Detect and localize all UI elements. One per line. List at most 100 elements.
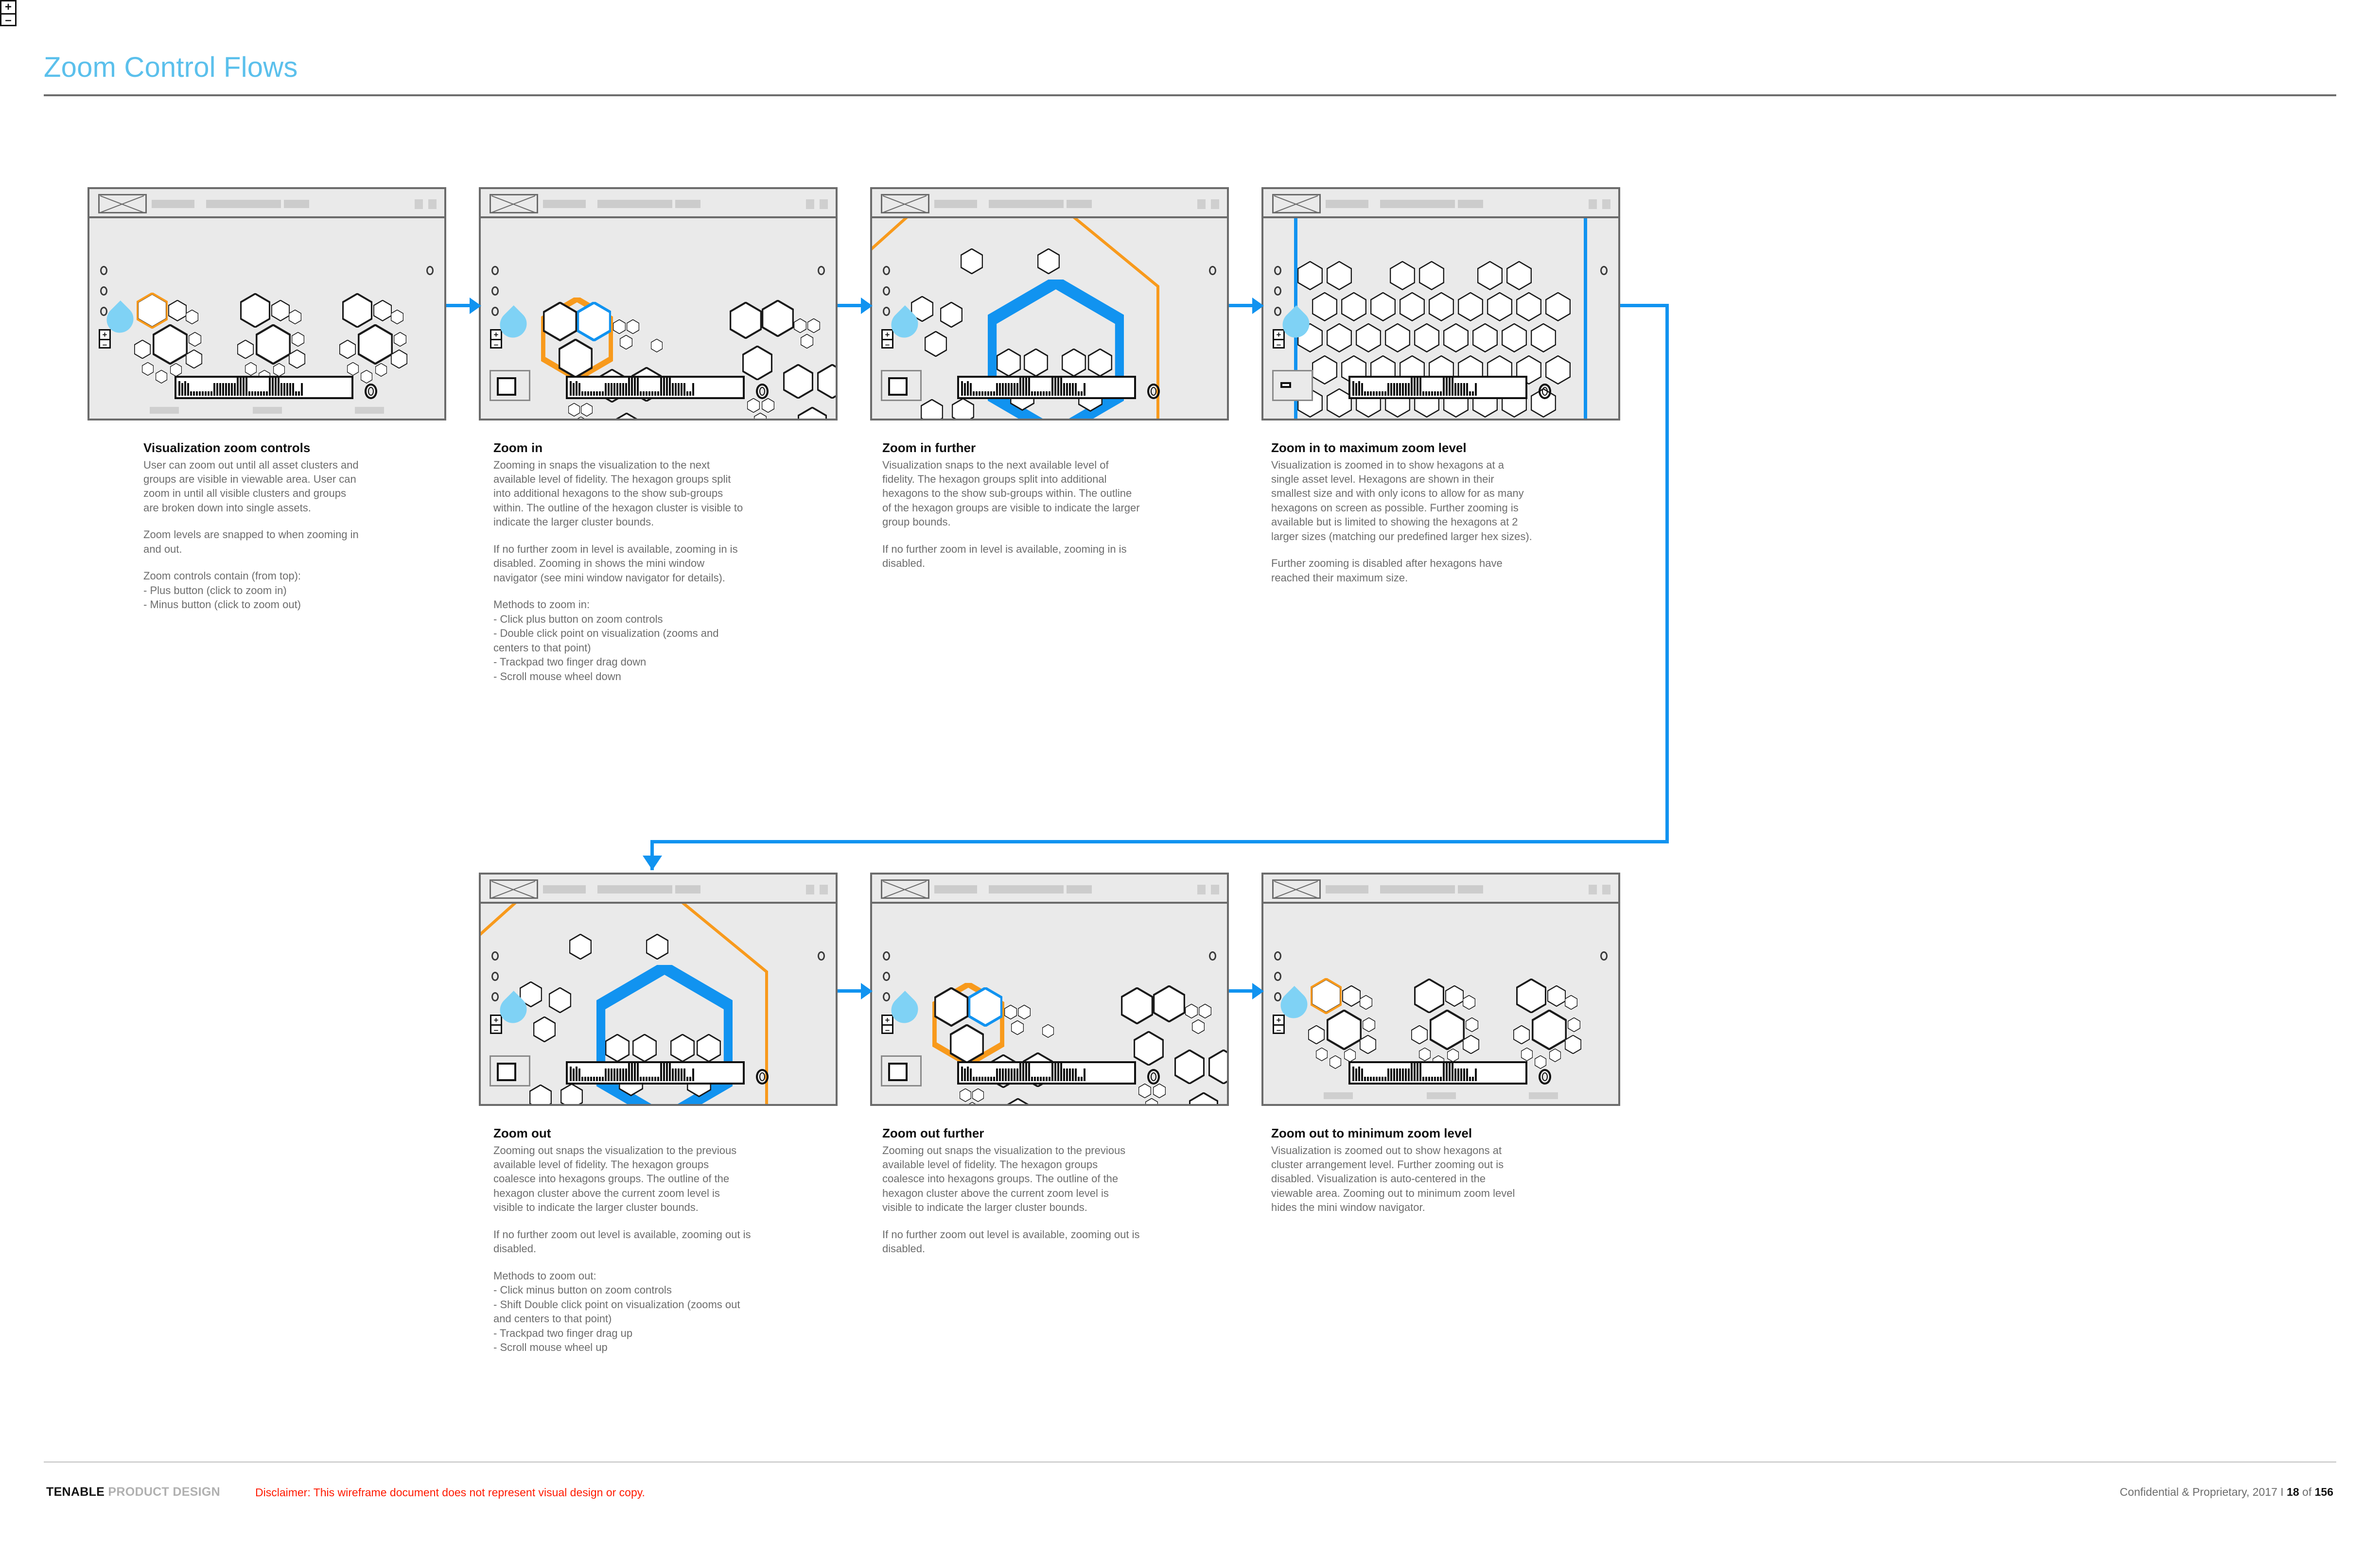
rail-icon-2[interactable] xyxy=(1274,972,1281,981)
mini-window-navigator[interactable] xyxy=(490,370,530,401)
rail-icon-1[interactable] xyxy=(883,951,890,961)
window-button-1[interactable] xyxy=(806,885,814,894)
data-bar[interactable] xyxy=(566,1061,745,1085)
nav-chip-2[interactable] xyxy=(989,200,1014,208)
data-bar-knob[interactable] xyxy=(1147,384,1160,399)
legend-minus-icon[interactable]: – xyxy=(5,14,12,27)
rail-icon-3[interactable] xyxy=(883,307,890,316)
zoom-controls[interactable]: +– xyxy=(490,1015,502,1034)
nav-chip-1[interactable] xyxy=(152,200,194,208)
top-right-icon[interactable] xyxy=(818,951,825,961)
mini-navigator-viewport[interactable] xyxy=(497,377,516,396)
window-button-1[interactable] xyxy=(1197,885,1206,894)
zoom-out-button[interactable]: – xyxy=(102,340,107,349)
nav-chip-3[interactable] xyxy=(1012,885,1037,893)
rail-icon-1[interactable] xyxy=(883,266,890,275)
nav-chip-5[interactable] xyxy=(1067,200,1092,208)
nav-chip-5[interactable] xyxy=(675,885,700,893)
data-bar[interactable] xyxy=(566,376,745,399)
data-bar[interactable] xyxy=(1348,1061,1527,1085)
rail-icon-3[interactable] xyxy=(100,307,107,316)
nav-chip-5[interactable] xyxy=(1458,885,1483,893)
nav-chip-1[interactable] xyxy=(1326,200,1368,208)
top-right-icon[interactable] xyxy=(1209,951,1216,961)
data-bar[interactable] xyxy=(957,1061,1136,1085)
zoom-in-button[interactable]: + xyxy=(883,331,892,340)
legend-plus-icon[interactable]: + xyxy=(1,1,15,15)
zoom-in-button[interactable]: + xyxy=(491,1016,501,1026)
nav-chip-4[interactable] xyxy=(644,885,672,893)
zoom-controls[interactable]: +– xyxy=(1273,329,1285,349)
nav-chip-5[interactable] xyxy=(675,200,700,208)
window-button-2[interactable] xyxy=(428,199,437,209)
data-bar[interactable] xyxy=(1348,376,1527,399)
window-button-2[interactable] xyxy=(1602,885,1610,894)
window-button-1[interactable] xyxy=(806,199,814,209)
nav-chip-4[interactable] xyxy=(253,200,281,208)
mini-navigator-viewport[interactable] xyxy=(888,377,908,396)
nav-chip-3[interactable] xyxy=(1012,200,1037,208)
nav-chip-4[interactable] xyxy=(644,200,672,208)
zoom-controls[interactable]: +– xyxy=(881,1015,893,1034)
window-button-2[interactable] xyxy=(1211,199,1219,209)
mini-navigator-viewport[interactable] xyxy=(1280,382,1291,388)
nav-chip-2[interactable] xyxy=(989,885,1014,893)
nav-chip-5[interactable] xyxy=(1067,885,1092,893)
rail-icon-1[interactable] xyxy=(100,266,107,275)
nav-chip-2[interactable] xyxy=(597,200,623,208)
nav-chip-3[interactable] xyxy=(1403,885,1429,893)
rail-icon-1[interactable] xyxy=(491,266,499,275)
nav-chip-3[interactable] xyxy=(621,200,646,208)
zoom-in-button[interactable]: + xyxy=(1274,1016,1283,1026)
top-right-icon[interactable] xyxy=(1600,951,1608,961)
nav-chip-1[interactable] xyxy=(934,885,977,893)
top-right-icon[interactable] xyxy=(426,266,434,275)
nav-chip-5[interactable] xyxy=(284,200,309,208)
nav-chip-1[interactable] xyxy=(934,200,977,208)
nav-chip-3[interactable] xyxy=(1403,200,1429,208)
zoom-control-legend[interactable]: + – xyxy=(0,0,17,26)
data-bar-knob[interactable] xyxy=(1147,1069,1160,1085)
data-bar-knob[interactable] xyxy=(365,384,377,399)
nav-chip-3[interactable] xyxy=(229,200,255,208)
zoom-in-button[interactable]: + xyxy=(100,331,109,340)
window-button-2[interactable] xyxy=(1602,199,1610,209)
top-right-icon[interactable] xyxy=(1600,266,1608,275)
zoom-controls[interactable]: +– xyxy=(1273,1015,1285,1034)
nav-chip-4[interactable] xyxy=(1427,200,1455,208)
mini-window-navigator[interactable] xyxy=(881,370,922,401)
rail-icon-3[interactable] xyxy=(1274,307,1281,316)
zoom-out-button[interactable]: – xyxy=(493,340,499,349)
window-button-2[interactable] xyxy=(820,199,828,209)
zoom-out-button[interactable]: – xyxy=(885,340,890,349)
zoom-out-button[interactable]: – xyxy=(1276,340,1281,349)
mini-navigator-viewport[interactable] xyxy=(497,1063,516,1081)
zoom-in-button[interactable]: + xyxy=(883,1016,892,1026)
mini-window-navigator[interactable] xyxy=(490,1055,530,1086)
nav-chip-4[interactable] xyxy=(1035,200,1064,208)
nav-chip-1[interactable] xyxy=(543,885,586,893)
rail-icon-3[interactable] xyxy=(1274,992,1281,1001)
window-button-1[interactable] xyxy=(415,199,423,209)
nav-chip-2[interactable] xyxy=(1380,200,1405,208)
nav-chip-4[interactable] xyxy=(1427,885,1455,893)
data-bar-knob[interactable] xyxy=(756,1069,769,1085)
zoom-controls[interactable]: +– xyxy=(99,329,111,349)
mini-window-navigator[interactable] xyxy=(1272,370,1313,401)
zoom-out-button[interactable]: – xyxy=(493,1025,499,1034)
data-bar[interactable] xyxy=(957,376,1136,399)
data-bar-knob[interactable] xyxy=(1539,384,1551,399)
nav-chip-1[interactable] xyxy=(1326,885,1368,893)
nav-chip-4[interactable] xyxy=(1035,885,1064,893)
rail-icon-2[interactable] xyxy=(1274,286,1281,296)
rail-icon-2[interactable] xyxy=(491,286,499,296)
zoom-in-button[interactable]: + xyxy=(1274,331,1283,340)
zoom-out-button[interactable]: – xyxy=(1276,1025,1281,1034)
data-bar-knob[interactable] xyxy=(1539,1069,1551,1085)
zoom-in-button[interactable]: + xyxy=(491,331,501,340)
nav-chip-2[interactable] xyxy=(597,885,623,893)
nav-chip-1[interactable] xyxy=(543,200,586,208)
rail-icon-3[interactable] xyxy=(491,992,499,1001)
nav-chip-5[interactable] xyxy=(1458,200,1483,208)
nav-chip-2[interactable] xyxy=(206,200,231,208)
